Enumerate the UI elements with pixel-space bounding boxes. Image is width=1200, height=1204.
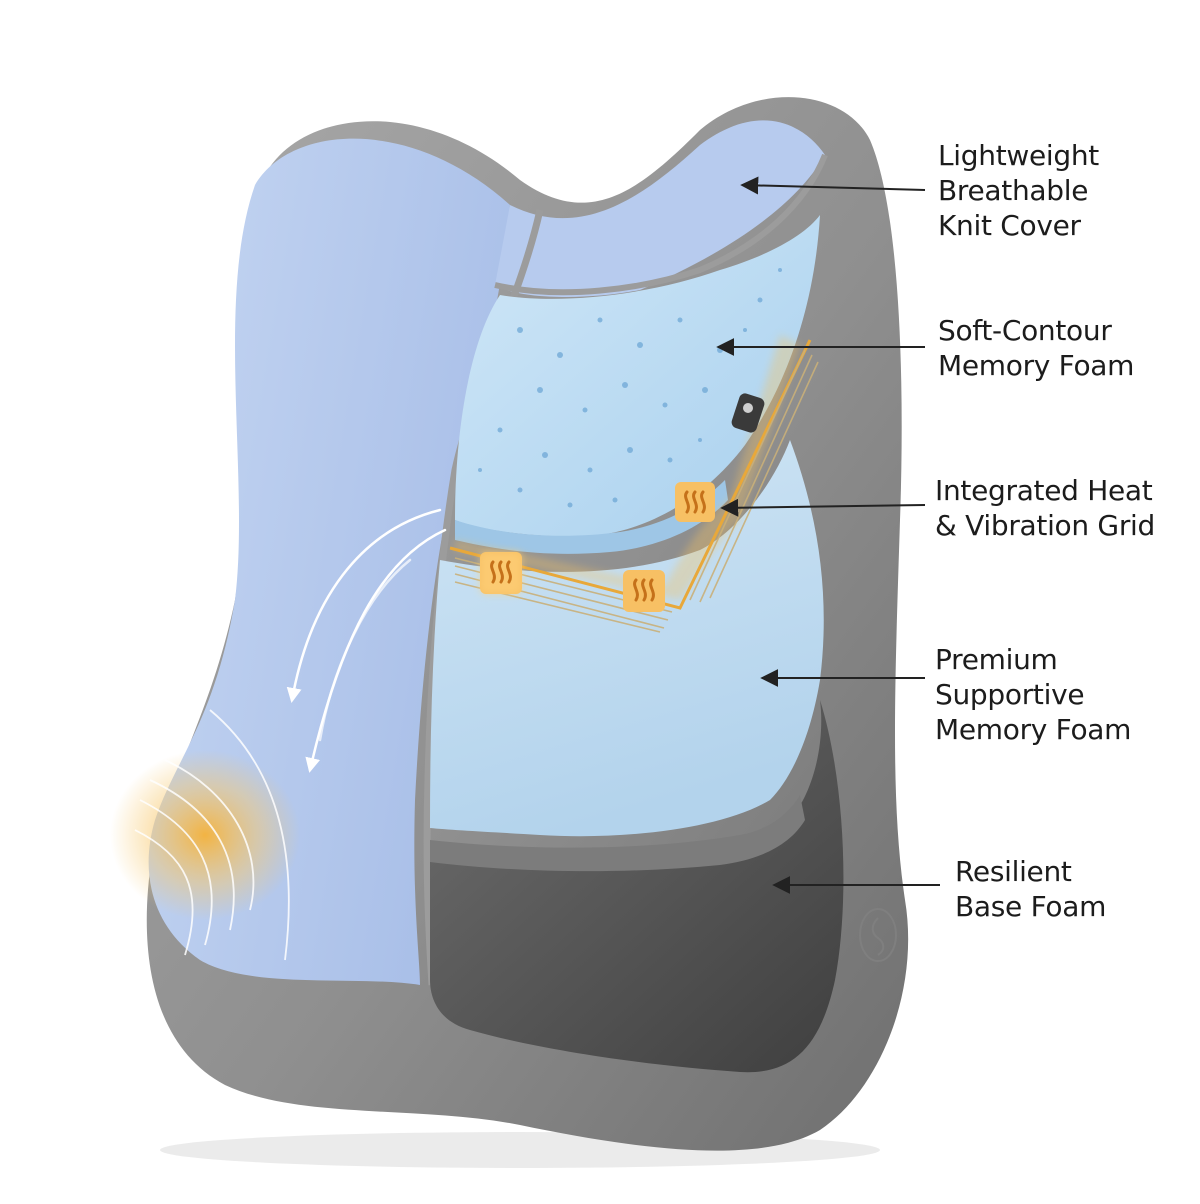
lumbar-heat-glow xyxy=(110,750,300,920)
leader-heat-vibration-grid xyxy=(720,498,926,517)
flap-binding xyxy=(494,153,828,296)
callout-line: Memory Foam xyxy=(935,713,1132,746)
callout-line: Soft-Contour xyxy=(938,314,1112,347)
foam-pores xyxy=(478,268,782,508)
heat-wave-icon xyxy=(633,578,655,602)
heat-wave-icon xyxy=(490,560,512,584)
heat-pad-center xyxy=(623,570,665,612)
supportive-foam-layer xyxy=(430,440,824,837)
callout-soft-contour-foam: Soft-Contour Memory Foam xyxy=(938,313,1134,383)
soft-foam-edge xyxy=(455,480,728,554)
callout-supportive-foam: Premium Supportive Memory Foam xyxy=(935,642,1131,747)
airflow-arrow-icon xyxy=(286,508,447,773)
callout-line: Integrated Heat xyxy=(935,474,1153,507)
callout-knit-cover: Lightweight Breathable Knit Cover xyxy=(938,138,1099,243)
heat-vibration-grid-layer xyxy=(449,335,819,633)
callout-line: Resilient xyxy=(955,855,1072,888)
callout-line: Supportive xyxy=(935,678,1085,711)
callout-leader-lines xyxy=(716,176,940,894)
base-foam-layer xyxy=(430,700,844,1073)
knit-cover-flap xyxy=(495,120,825,297)
callout-base-foam: Resilient Base Foam xyxy=(955,854,1106,924)
heat-pad-left xyxy=(480,552,522,594)
brand-logo-icon xyxy=(859,908,897,962)
callout-line: Lightweight xyxy=(938,139,1099,172)
callout-line: Breathable xyxy=(938,174,1089,207)
leader-knit-cover xyxy=(740,176,926,195)
callout-line: Base Foam xyxy=(955,890,1107,923)
callout-line: & Vibration Grid xyxy=(935,509,1155,542)
callout-line: Knit Cover xyxy=(938,209,1081,242)
control-module xyxy=(731,393,765,433)
heat-wave-lines xyxy=(134,709,290,961)
heat-wave-icon xyxy=(684,490,706,514)
callout-line: Memory Foam xyxy=(938,349,1135,382)
callout-line: Premium xyxy=(935,643,1058,676)
base-foam-top-edge xyxy=(430,795,805,872)
heat-pad-right xyxy=(675,482,715,522)
callout-heat-vibration-grid: Integrated Heat & Vibration Grid xyxy=(935,473,1155,543)
